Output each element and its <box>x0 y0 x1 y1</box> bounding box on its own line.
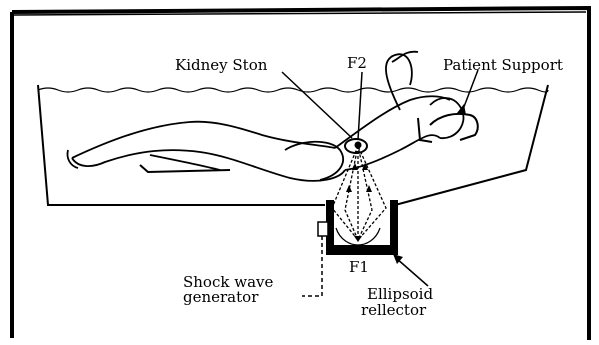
f1-marker <box>354 236 362 242</box>
kidney-stone-leader <box>282 72 352 138</box>
label-patient-support: Patient Support <box>443 56 563 74</box>
reflector-leader <box>396 258 428 286</box>
ellipsoid-reflector <box>326 200 398 255</box>
label-f1: F1 <box>349 258 369 276</box>
label-reflector-line2: rellector <box>361 301 427 319</box>
generator-connector <box>318 222 328 236</box>
label-shock-wave-line2: generator <box>183 288 259 306</box>
label-kidney-stone: Kidney Ston <box>175 56 268 74</box>
label-f2: F2 <box>347 54 367 72</box>
generator-cable <box>302 236 322 296</box>
